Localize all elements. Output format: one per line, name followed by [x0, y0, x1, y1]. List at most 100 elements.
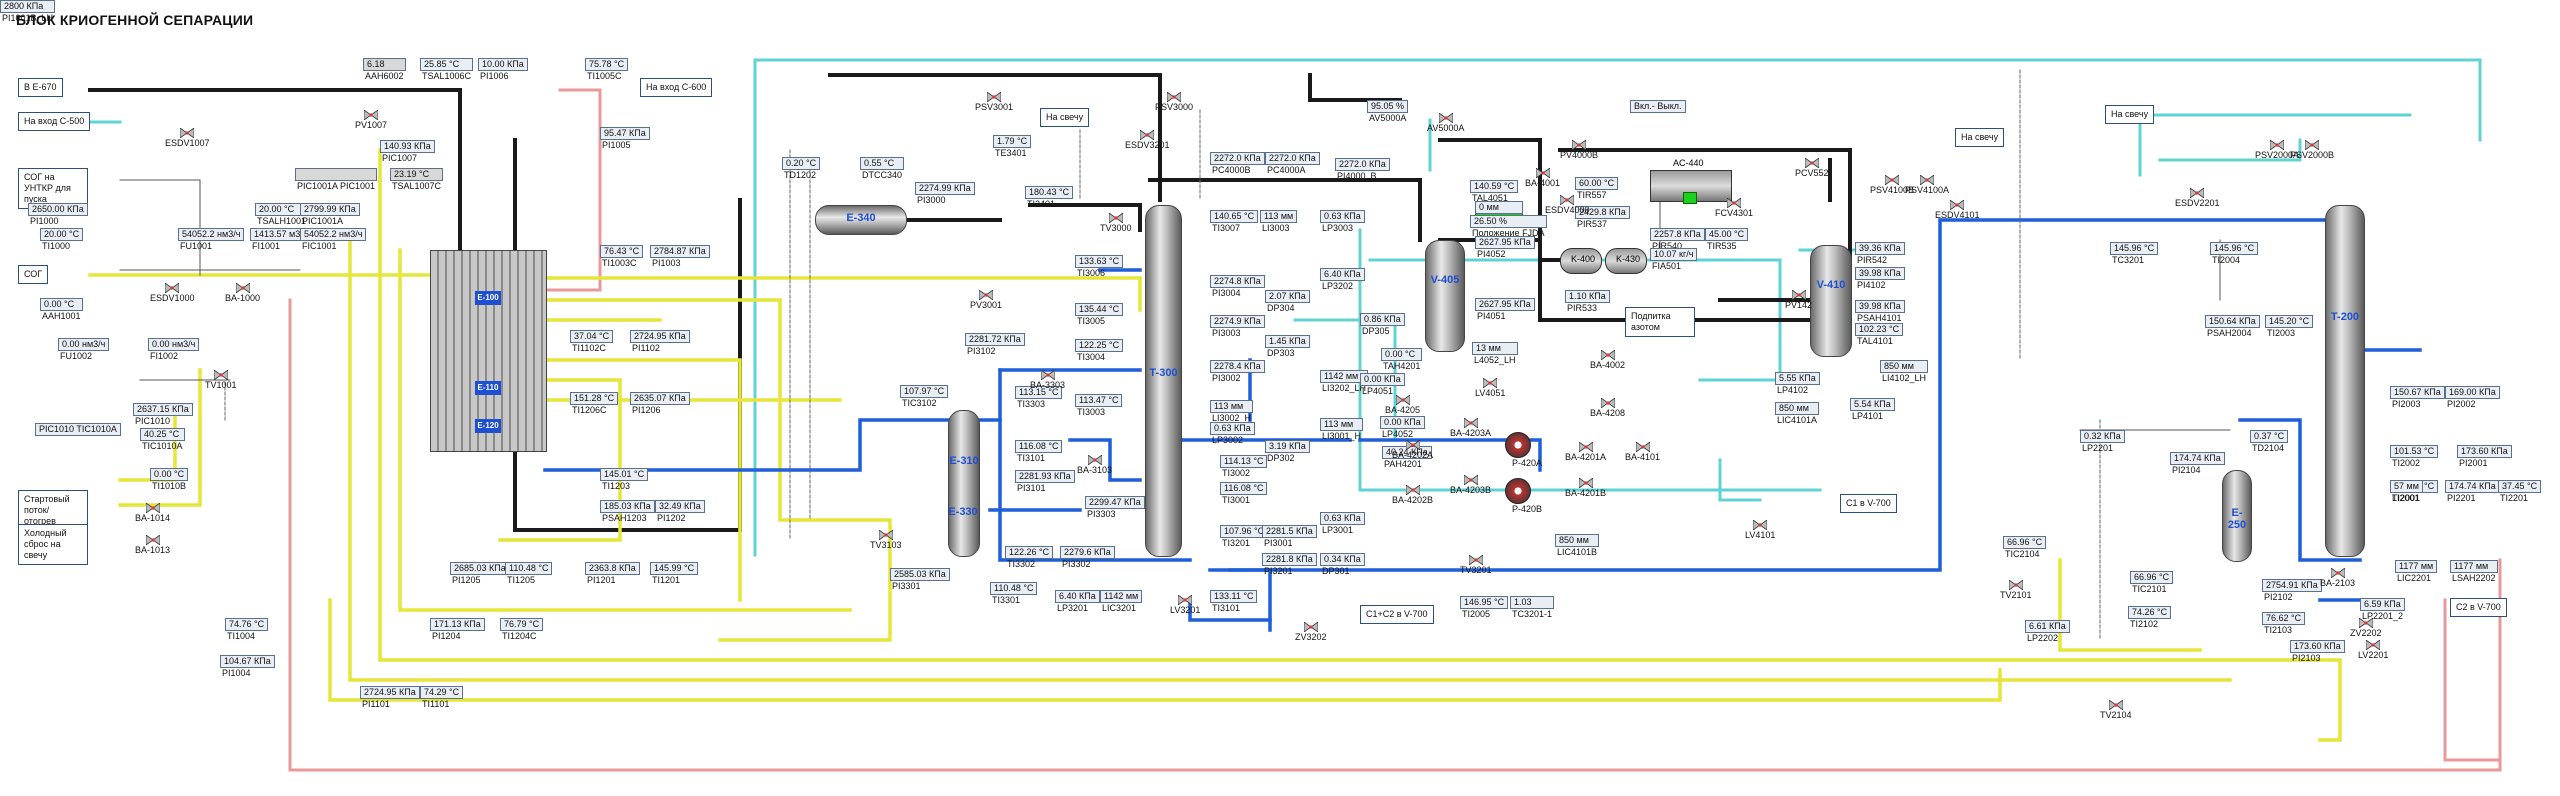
valve-ba-4101[interactable]: BA-4101: [1625, 442, 1660, 462]
valve-lv3201[interactable]: LV3201: [1170, 595, 1200, 615]
vessel-e340[interactable]: E-340: [815, 205, 907, 235]
vessel-t300[interactable]: T-300: [1145, 205, 1182, 557]
valve-ba-4203b[interactable]: BA-4203B: [1450, 475, 1491, 495]
valve-zv2202[interactable]: ZV2202: [2350, 618, 2382, 638]
vessel-e310[interactable]: E-310: [948, 410, 980, 557]
valve-ba-4202b[interactable]: BA-4202B: [1392, 485, 1433, 505]
valve-lv2201[interactable]: LV2201: [2358, 640, 2388, 660]
valve-lv4101[interactable]: LV4101: [1745, 520, 1775, 540]
valve-ba-4205[interactable]: BA-4205: [1385, 395, 1420, 415]
vessel-v410[interactable]: V-410: [1810, 245, 1852, 357]
valve-av5000a[interactable]: AV5000A: [1427, 113, 1464, 133]
pump-p420a[interactable]: [1505, 432, 1531, 458]
valve-ba-1000[interactable]: BA-1000: [225, 283, 260, 303]
tag-av5000a[interactable]: 95.05 %AV5000A: [1367, 100, 1409, 124]
valve-tv2104[interactable]: TV2104: [2100, 700, 2132, 720]
valve-tv1001[interactable]: TV1001: [205, 370, 237, 390]
valve-ba-1014[interactable]: BA-1014: [135, 503, 170, 523]
valve-psv3001[interactable]: PSV3001: [975, 92, 1013, 112]
compressor-k430[interactable]: K-430: [1605, 248, 1647, 274]
valve-tv2101[interactable]: TV2101: [2000, 580, 2032, 600]
valve-psv2000a[interactable]: PSV2000A: [2255, 140, 2299, 160]
valve-tv3000[interactable]: TV3000: [1100, 213, 1132, 233]
valve-esdv4101[interactable]: ESDV4101: [1935, 200, 1980, 220]
valve-esdv3201[interactable]: ESDV3201: [1125, 130, 1170, 150]
compressor-k400[interactable]: K-400: [1560, 248, 1602, 274]
